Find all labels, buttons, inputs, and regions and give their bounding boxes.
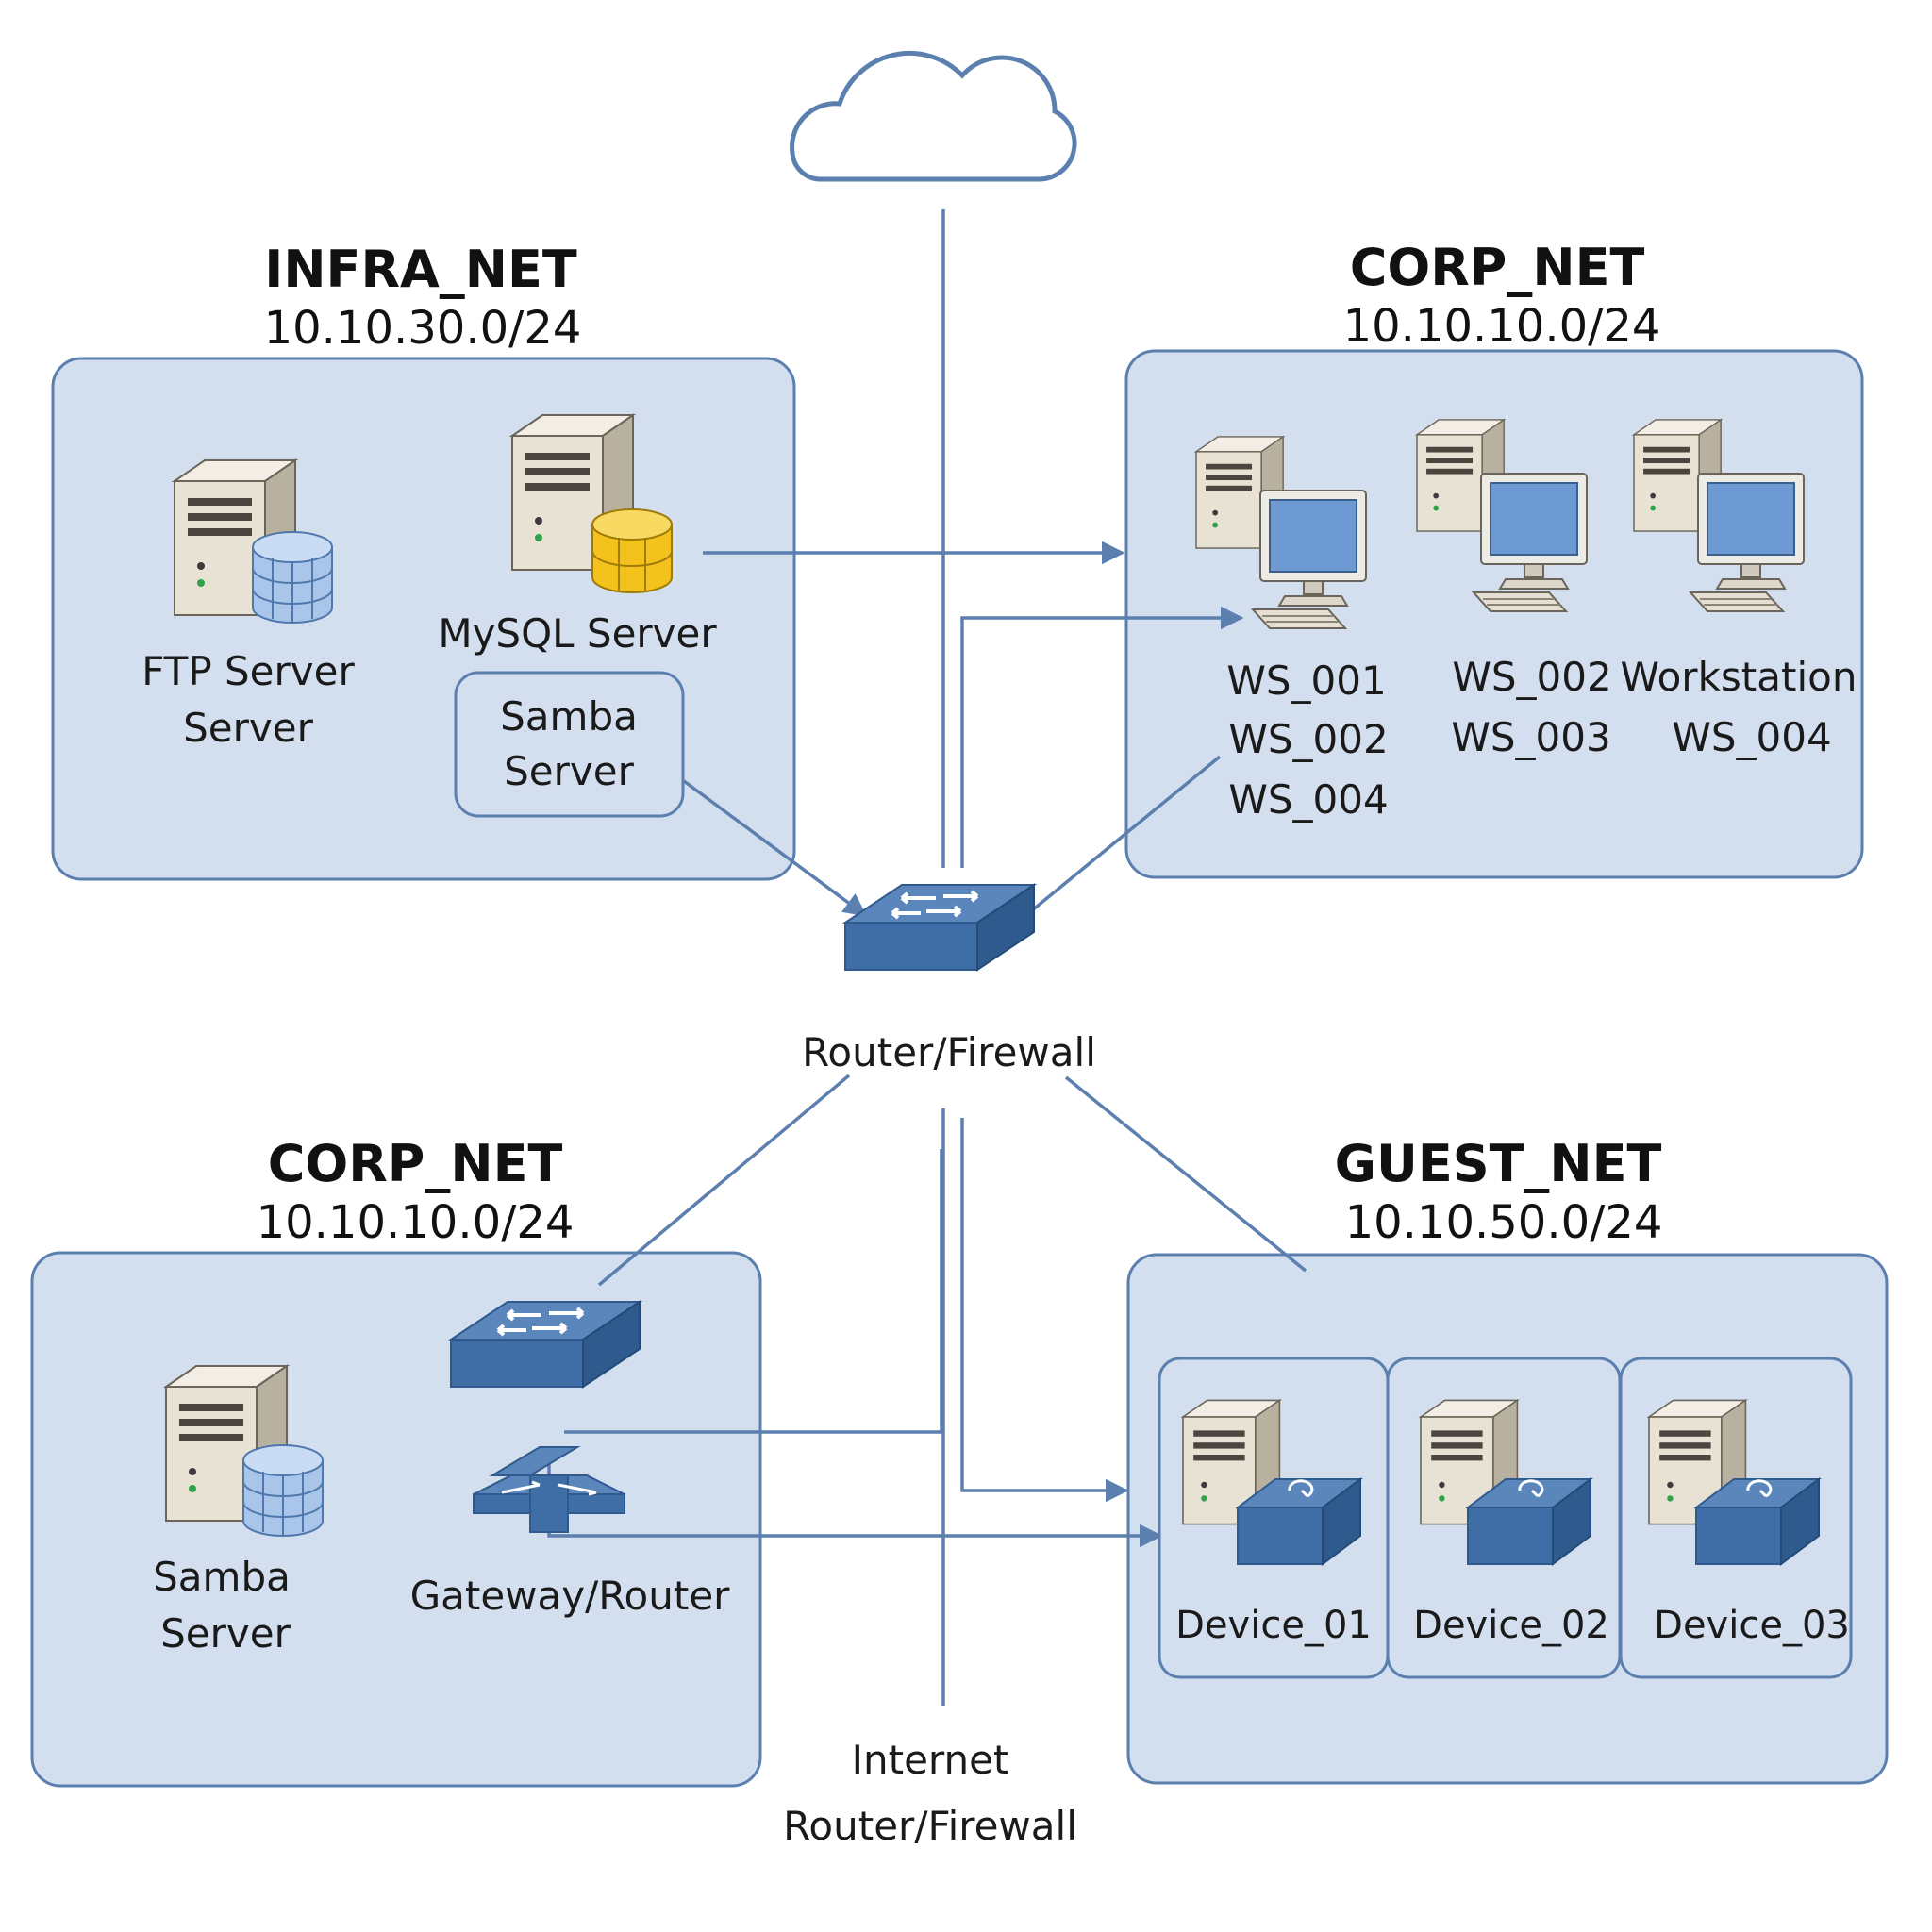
ws-col2-line2: WS_003 bbox=[1451, 714, 1610, 760]
ws-col3-line2: WS_004 bbox=[1672, 714, 1831, 760]
gateway-router-label: Gateway/Router bbox=[410, 1573, 731, 1619]
core-router-label: Router/Firewall bbox=[802, 1029, 1096, 1075]
mysql-server-label: MySQL Server bbox=[438, 610, 717, 657]
link-router-guest bbox=[1064, 1075, 1307, 1273]
samba-database-icon bbox=[242, 1444, 324, 1537]
samba-server-corp-label-2: Server bbox=[160, 1610, 291, 1657]
infra-net-subnet: 10.10.30.0/24 bbox=[264, 302, 582, 355]
samba-server-infra-label-2: Server bbox=[504, 748, 634, 794]
internet-label: Internet bbox=[852, 1737, 1009, 1783]
ws-col1-line2: WS_002 bbox=[1228, 716, 1388, 762]
infra-net-title: INFRA_NET bbox=[264, 240, 577, 299]
link-gateway-internet bbox=[564, 1149, 943, 1434]
ftp-database-icon bbox=[252, 531, 333, 624]
samba-server-infra-box bbox=[454, 671, 685, 818]
link-router-guest-arrow bbox=[960, 1118, 1129, 1503]
ftp-server-label: FTP Server bbox=[142, 648, 355, 694]
ws-col2-line1: WS_002 bbox=[1452, 654, 1611, 700]
ws-col1-line1: WS_001 bbox=[1226, 658, 1386, 704]
link-router-ws001 bbox=[960, 606, 1244, 868]
link-samba-router bbox=[682, 779, 867, 917]
device-02-label: Device_02 bbox=[1413, 1604, 1609, 1647]
internet-router-label: Router/Firewall bbox=[783, 1803, 1077, 1849]
network-links bbox=[547, 209, 1307, 1706]
samba-server-corp-label: Samba bbox=[153, 1554, 291, 1600]
ftp-server-label-2: Server bbox=[183, 705, 313, 751]
device-01-label: Device_01 bbox=[1175, 1604, 1372, 1647]
ws-col3-line1: Workstation bbox=[1621, 654, 1857, 700]
mysql-database-icon bbox=[591, 508, 673, 593]
device-03-label: Device_03 bbox=[1654, 1604, 1850, 1647]
ws-col1-line3: WS_004 bbox=[1228, 776, 1388, 823]
link-router-corp bbox=[1024, 755, 1222, 917]
samba-server-infra-label: Samba bbox=[500, 693, 638, 740]
network-switch-icon bbox=[843, 883, 1036, 972]
corp-net-top-subnet: 10.10.10.0/24 bbox=[1343, 300, 1661, 353]
link-router-corpbottom bbox=[597, 1074, 851, 1287]
cloud-icon bbox=[790, 50, 1077, 182]
corp-net-bottom-subnet: 10.10.10.0/24 bbox=[257, 1196, 575, 1249]
corp-net-top-title: CORP_NET bbox=[1350, 238, 1645, 297]
guest-net-subnet: 10.10.50.0/24 bbox=[1345, 1196, 1663, 1249]
guest-net-title: GUEST_NET bbox=[1335, 1134, 1662, 1193]
corp-net-bottom-zone bbox=[30, 1251, 762, 1788]
corp-net-bottom-title: CORP_NET bbox=[268, 1134, 563, 1193]
